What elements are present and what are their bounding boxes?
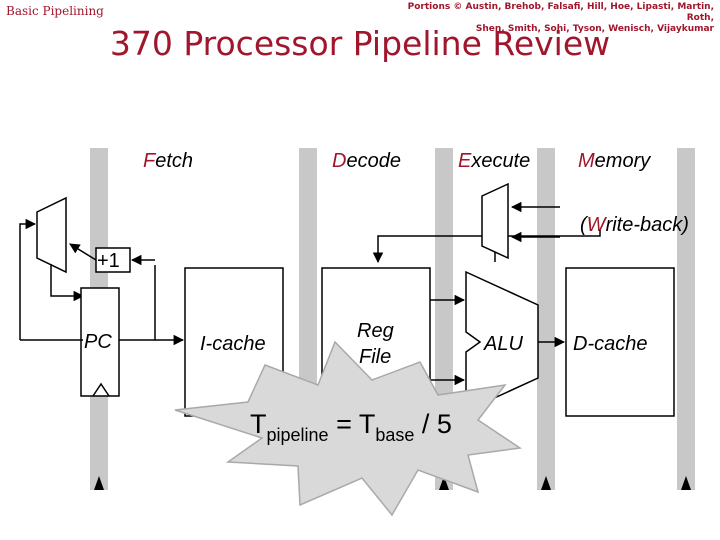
pipeline-register-bar-mem-wb [677,148,695,490]
regfile-label-line1: Reg [357,320,394,342]
adder-label: +1 [97,250,120,272]
header-credits: Portions © Austin, Brehob, Falsafi, Hill… [384,2,714,35]
dcache-label: D-cache [573,333,647,355]
clock-triangle-icon [439,476,449,490]
slide-title: 370 Processor Pipeline Review [109,24,611,63]
header-credits-line1: Portions © Austin, Brehob, Falsafi, Hill… [407,2,714,23]
header-course-label: Basic Pipelining [6,4,104,18]
stage-label-decode: Decode [332,150,401,172]
clock-triangle-icon [681,476,691,490]
pipeline-time-formula: Tpipeline = Tbase / 5 [250,409,452,445]
alu-input-mux [481,182,509,260]
icache-label: I-cache [200,333,266,355]
header-credits-line2: Shen, Smith, Sohi, Tyson, Wenisch, Vijay… [475,24,714,34]
clock-triangle-icon [94,476,104,490]
stage-label-writeback: (Write-back) [580,214,689,236]
pipeline-register-bar-ex-mem [537,148,555,490]
alu-label: ALU [483,333,523,355]
formula-starburst [174,340,523,517]
pc-register [80,287,120,397]
clock-triangle-icon [541,476,551,490]
stage-label-execute: Execute [458,150,530,172]
pc-incrementer [95,247,131,273]
clock-edge-icon [92,382,110,397]
stage-label-fetch: Fetch [143,150,193,172]
pc-mux [36,196,67,274]
data-cache [565,267,675,417]
stage-label-memory: Memory [578,150,651,172]
alu [465,270,539,413]
regfile-label-line2: File [359,346,391,368]
pc-label: PC [84,331,112,353]
